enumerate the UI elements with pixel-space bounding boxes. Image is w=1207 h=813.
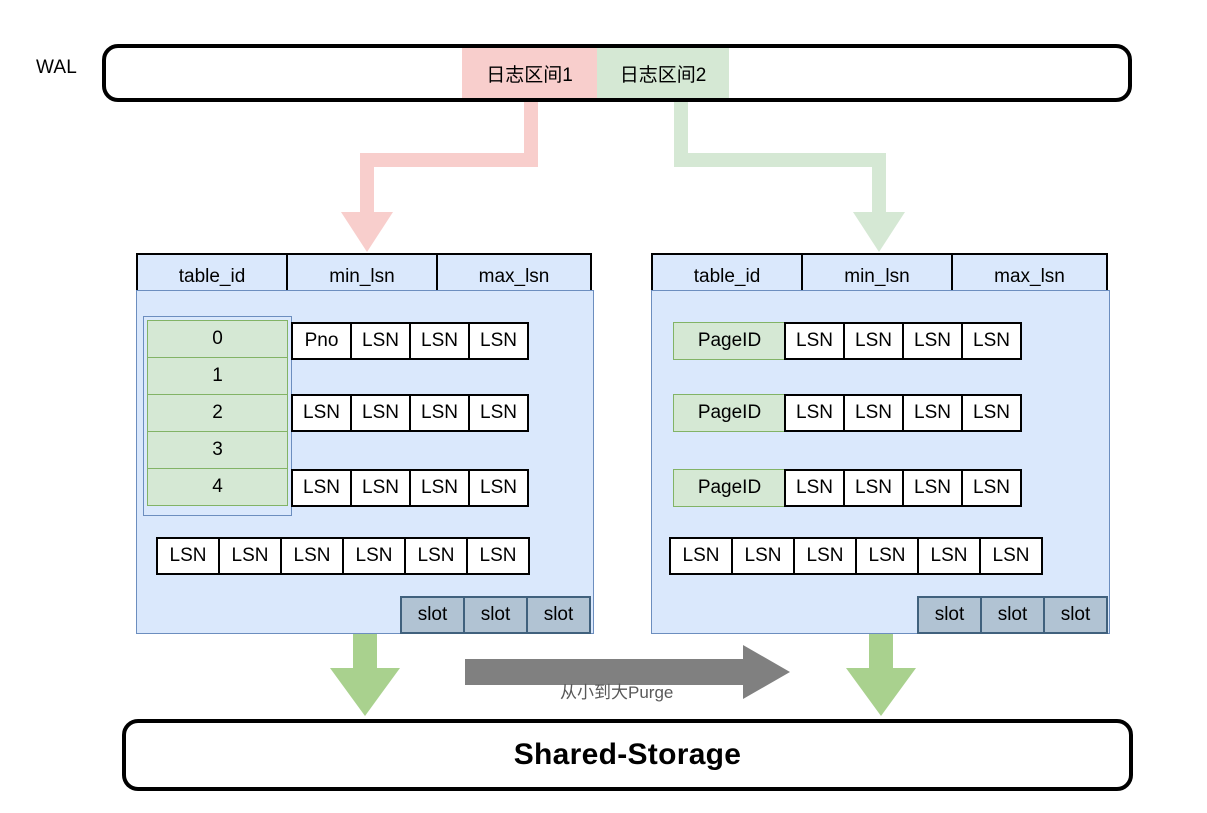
right-lsn-row-2: PageID LSN LSN LSN LSN bbox=[673, 394, 1022, 432]
left-slot-2[interactable]: slot bbox=[526, 596, 591, 634]
left-overflow-cell-5[interactable]: LSN bbox=[466, 537, 530, 575]
left-overflow-row: LSN LSN LSN LSN LSN LSN bbox=[156, 537, 530, 575]
right-overflow-cell-0[interactable]: LSN bbox=[669, 537, 733, 575]
right-row1-cell-2[interactable]: LSN bbox=[843, 322, 904, 360]
table-id-cell-4[interactable]: 4 bbox=[147, 468, 288, 506]
left-row3-cell-0[interactable]: LSN bbox=[291, 469, 352, 507]
right-slot-2[interactable]: slot bbox=[1043, 596, 1108, 634]
right-row2-cell-4[interactable]: LSN bbox=[961, 394, 1022, 432]
left-overflow-cell-2[interactable]: LSN bbox=[280, 537, 344, 575]
shared-storage-label: Shared-Storage bbox=[513, 738, 742, 771]
right-row2-pageid[interactable]: PageID bbox=[673, 394, 786, 432]
right-overflow-cell-5[interactable]: LSN bbox=[979, 537, 1043, 575]
left-row1-cell-2[interactable]: LSN bbox=[409, 322, 470, 360]
table-id-cell-1[interactable]: 1 bbox=[147, 357, 288, 395]
table-id-cell-2[interactable]: 2 bbox=[147, 394, 288, 432]
right-slot-0[interactable]: slot bbox=[917, 596, 982, 634]
left-lsn-row-1: Pno LSN LSN LSN bbox=[291, 322, 529, 360]
right-row1-pageid[interactable]: PageID bbox=[673, 322, 786, 360]
left-slot-row: slot slot slot bbox=[400, 596, 591, 634]
table-id-cell-3[interactable]: 3 bbox=[147, 431, 288, 469]
right-slot-row: slot slot slot bbox=[917, 596, 1108, 634]
left-row2-cell-3[interactable]: LSN bbox=[468, 394, 529, 432]
right-row2-cell-1[interactable]: LSN bbox=[784, 394, 845, 432]
left-row1-cell-0[interactable]: Pno bbox=[291, 322, 352, 360]
left-row3-cell-2[interactable]: LSN bbox=[409, 469, 470, 507]
right-row1-cell-4[interactable]: LSN bbox=[961, 322, 1022, 360]
wal-segment-log-range-2[interactable]: 日志区间2 bbox=[597, 48, 729, 98]
left-overflow-cell-4[interactable]: LSN bbox=[404, 537, 468, 575]
right-row3-cell-1[interactable]: LSN bbox=[784, 469, 845, 507]
left-row2-cell-1[interactable]: LSN bbox=[350, 394, 411, 432]
wal-segment-log-range-1[interactable]: 日志区间1 bbox=[462, 48, 597, 98]
right-row2-cell-3[interactable]: LSN bbox=[902, 394, 963, 432]
right-overflow-cell-3[interactable]: LSN bbox=[855, 537, 919, 575]
right-overflow-cell-4[interactable]: LSN bbox=[917, 537, 981, 575]
left-row2-cell-0[interactable]: LSN bbox=[291, 394, 352, 432]
left-overflow-cell-1[interactable]: LSN bbox=[218, 537, 282, 575]
shared-storage-box: Shared-Storage bbox=[122, 719, 1133, 791]
left-lsn-row-2: LSN LSN LSN LSN bbox=[291, 394, 529, 432]
left-slot-0[interactable]: slot bbox=[400, 596, 465, 634]
left-row1-cell-3[interactable]: LSN bbox=[468, 322, 529, 360]
left-lsn-row-3: LSN LSN LSN LSN bbox=[291, 469, 529, 507]
right-overflow-cell-2[interactable]: LSN bbox=[793, 537, 857, 575]
left-row1-cell-1[interactable]: LSN bbox=[350, 322, 411, 360]
right-storage-arrow bbox=[846, 634, 916, 716]
wal-bar: 日志区间1 日志区间2 bbox=[102, 44, 1132, 102]
table-id-cell-0[interactable]: 0 bbox=[147, 320, 288, 358]
right-row1-cell-3[interactable]: LSN bbox=[902, 322, 963, 360]
wal-label: WAL bbox=[36, 57, 78, 78]
left-row3-cell-1[interactable]: LSN bbox=[350, 469, 411, 507]
right-overflow-cell-1[interactable]: LSN bbox=[731, 537, 795, 575]
left-row2-cell-2[interactable]: LSN bbox=[409, 394, 470, 432]
left-overflow-cell-0[interactable]: LSN bbox=[156, 537, 220, 575]
left-table-id-column: 0 1 2 3 4 bbox=[143, 316, 292, 516]
right-overflow-row: LSN LSN LSN LSN LSN LSN bbox=[669, 537, 1043, 575]
right-row1-cell-1[interactable]: LSN bbox=[784, 322, 845, 360]
right-row2-cell-2[interactable]: LSN bbox=[843, 394, 904, 432]
right-row3-cell-3[interactable]: LSN bbox=[902, 469, 963, 507]
right-row3-pageid[interactable]: PageID bbox=[673, 469, 786, 507]
left-storage-arrow bbox=[330, 634, 400, 716]
right-row3-cell-2[interactable]: LSN bbox=[843, 469, 904, 507]
purge-arrow-label: 从小到大Purge bbox=[560, 683, 674, 702]
right-row3-cell-4[interactable]: LSN bbox=[961, 469, 1022, 507]
purge-arrow bbox=[465, 645, 790, 699]
right-lsn-row-1: PageID LSN LSN LSN LSN bbox=[673, 322, 1022, 360]
right-slot-1[interactable]: slot bbox=[980, 596, 1045, 634]
left-overflow-cell-3[interactable]: LSN bbox=[342, 537, 406, 575]
left-slot-1[interactable]: slot bbox=[463, 596, 528, 634]
right-lsn-row-3: PageID LSN LSN LSN LSN bbox=[673, 469, 1022, 507]
left-row3-cell-3[interactable]: LSN bbox=[468, 469, 529, 507]
pink-flow-arrow bbox=[341, 102, 538, 252]
green-flow-arrow bbox=[674, 102, 905, 252]
